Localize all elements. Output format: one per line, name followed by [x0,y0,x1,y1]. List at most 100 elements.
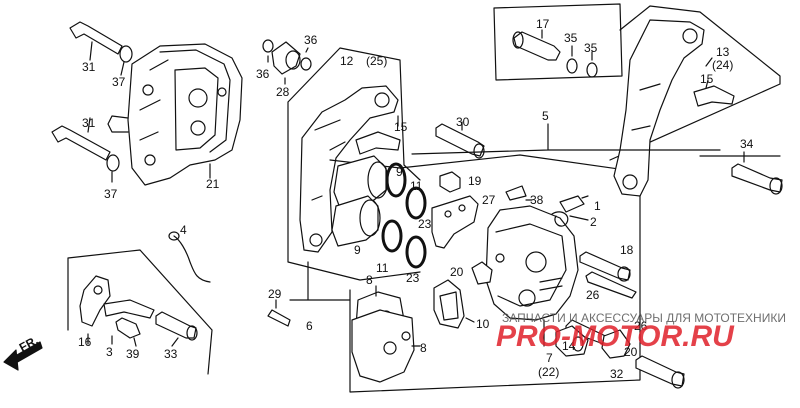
seal-11-upper [385,162,407,198]
hose-bracket-16 [79,275,111,327]
ring-35-left [566,58,578,74]
callout-28: 28 [276,85,290,99]
bleeder-20-left [471,261,493,285]
callout-23a: 23 [418,217,432,231]
bolt-39 [115,317,141,339]
callout-36b: 36 [304,33,318,47]
callout-8a: 8 [366,273,373,287]
callout-32: 32 [610,367,624,381]
callout-31a: 31 [82,60,96,74]
callout-35a: 35 [564,31,578,45]
callout-22p: (22) [538,365,559,379]
brake-hose-4 [173,235,211,283]
bolt-31-upper [69,21,123,55]
callout-30: 30 [456,115,470,129]
watermark-caption: ЗАПЧАСТИ И АКСЕССУАРЫ ДЛЯ МОТОТЕХНИКИ [502,311,786,325]
seal-23-lower [405,235,427,269]
callout-8b: 8 [420,341,427,355]
slide-pin-box [493,3,623,81]
bracket-13 [613,19,705,197]
callout-26a: 26 [586,288,600,302]
brake-pad-8-front [351,309,415,383]
front-direction-arrow [3,341,43,371]
callout-21: 21 [206,177,220,191]
callout-16: 16 [78,335,92,349]
seal-36-left [262,39,274,53]
callout-4: 4 [180,223,187,237]
bolt-33 [155,311,198,341]
bracket-box-outline [67,249,213,375]
pad-clip-15-right [693,85,735,107]
bolt-30 [435,123,485,159]
washer-37-lower [106,154,120,172]
callout-20b: 20 [624,345,638,359]
callout-36a: 36 [256,67,270,81]
slide-pin-17 [512,31,561,61]
bleeder-29 [267,309,291,327]
piston-9-lower [331,195,381,247]
callout-34: 34 [740,137,754,151]
clip-1 [559,195,585,213]
callout-1: 1 [594,199,601,213]
boot-20-right [601,329,631,359]
callout-29: 29 [268,287,282,301]
clamp-3 [103,299,155,319]
shim-plate-27 [431,195,479,249]
callout-15a: 15 [394,120,408,134]
callout-5: 5 [542,109,549,123]
spring-2 [551,211,569,227]
callout-37b: 37 [104,187,118,201]
callout-37a: 37 [112,75,126,89]
piston-28 [271,41,301,75]
screw-38 [505,185,527,201]
callout-10: 10 [476,317,490,331]
watermark-site: PRO-MOTOR.RU [496,320,735,353]
watermark: ЗАПЧАСТИ И АКСЕССУАРЫ ДЛЯ МОТОТЕХНИКИ PR… [496,311,786,353]
callout-11a: 11 [410,179,423,193]
seal-23-upper [405,186,427,220]
callout-9b: 9 [354,243,361,257]
bleeder-cap-19 [439,171,461,193]
callout-18: 18 [620,243,634,257]
bolt-31-lower [51,125,111,161]
callout-27: 27 [482,193,496,207]
callout-19: 19 [468,174,482,188]
callout-11b: 11 [376,261,389,275]
bolt-34 [731,163,783,195]
bracket-12-outline [287,47,421,281]
callout-15b: 15 [700,72,714,86]
bolt-32 [635,355,685,389]
callout-31b: 31 [82,116,96,130]
pin-26-upper [585,271,637,299]
callout-39: 39 [126,347,140,361]
pad-clip-15-left [355,131,401,155]
ring-35-right [586,62,598,78]
left-caliper-body [107,43,243,186]
bracket-12 [299,85,399,253]
boot-14 [555,325,589,357]
main-caliper-body [485,205,579,321]
seal-36-right [300,57,312,71]
callout-23b: 23 [406,271,420,285]
callout-35b: 35 [584,41,598,55]
callout-6: 6 [306,319,313,333]
callout-26b: 26 [634,319,648,333]
callout-17: 17 [536,17,550,31]
callout-3: 3 [106,345,113,359]
seal-11-lower [381,219,403,253]
callout-25p: (25) [366,54,387,68]
callout-14: 14 [562,339,576,353]
callout-13: 13 [716,45,730,59]
callout-9a: 9 [396,165,403,179]
callout-24p: (24) [712,58,733,72]
callout-2: 2 [590,215,597,229]
callout-20a: 20 [450,265,464,279]
washer-37-upper [119,45,133,63]
pin-18 [579,251,631,282]
callout-12: 12 [340,54,354,68]
callout-38: 38 [530,193,544,207]
callout-7: 7 [546,351,553,365]
